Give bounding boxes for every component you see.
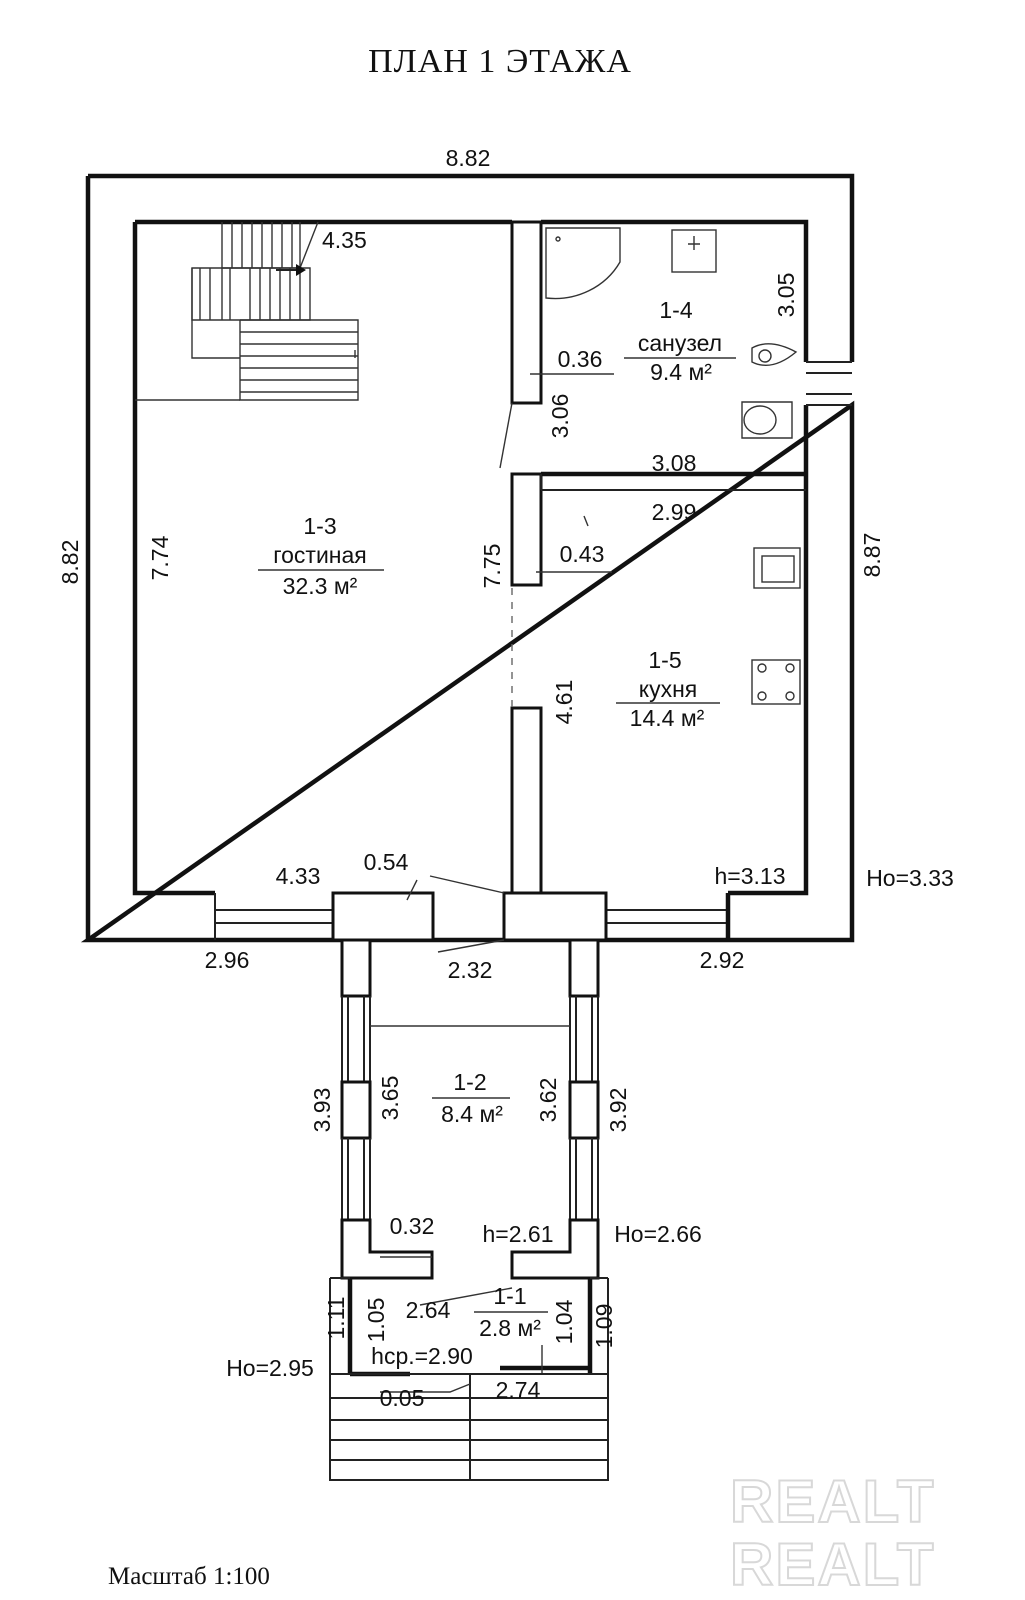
room-1-3-area: 32.3 м²	[283, 573, 358, 599]
dim-h-outer: Hо=3.33	[866, 865, 954, 891]
watermark-line-2: REALT	[730, 1531, 936, 1598]
dim-partition-height: 7.75	[479, 544, 505, 589]
porch-walls	[329, 1277, 609, 1481]
dim-wall-054: 0.54	[364, 849, 409, 875]
dim-porch-width: 2.64	[406, 1297, 451, 1323]
plan-title: ПЛАН 1 ЭТАЖА	[368, 43, 632, 80]
room-1-4-id: 1-4	[659, 297, 692, 323]
dim-bottom-mid: 2.32	[448, 957, 493, 983]
room-1-5-id: 1-5	[648, 647, 681, 673]
dim-h-vest: h=2.61	[483, 1221, 554, 1247]
dim-vest-left-outer: 3.93	[309, 1088, 335, 1133]
dim-wall-005: 0.05	[380, 1385, 425, 1411]
room-1-3-label: 1-3 гостиная 32.3 м²	[258, 513, 384, 599]
room-1-2-id: 1-2	[453, 1069, 486, 1095]
dim-wall-043: 0.43	[560, 541, 605, 567]
dim-bottom-left: 2.96	[205, 947, 250, 973]
dim-porch-right-inner: 1.04	[551, 1299, 577, 1344]
room-1-1-label: 1-1 2.8 м²	[474, 1283, 548, 1341]
room-1-1-area: 2.8 м²	[479, 1315, 541, 1341]
staircase	[135, 221, 359, 401]
room-1-4-label: 1-4 санузел 9.4 м²	[624, 297, 736, 385]
dim-porch-bottom: 2.74	[496, 1377, 541, 1403]
leader-lines	[380, 373, 614, 1393]
dim-porch-left-inner: 1.05	[363, 1298, 389, 1343]
room-1-4-area: 9.4 м²	[650, 359, 712, 385]
scale-label: Масштаб 1:100	[108, 1563, 270, 1590]
dim-bottom-right: 2.92	[700, 947, 745, 973]
dim-porch-left-outer: 1.11	[323, 1296, 349, 1339]
dim-vest-right-outer: 3.92	[605, 1088, 631, 1133]
dim-bath-width: 3.08	[652, 450, 697, 476]
room-1-5-label: 1-5 кухня 14.4 м²	[616, 647, 720, 731]
dim-stair: 4.35	[322, 227, 367, 253]
dim-bath-height: 3.05	[773, 273, 799, 318]
dim-h-porch-outer: Hо=2.95	[226, 1355, 314, 1381]
room-1-1-id: 1-1	[493, 1283, 526, 1309]
room-1-3-name: гостиная	[273, 542, 367, 568]
room-1-2-area: 8.4 м²	[441, 1101, 503, 1127]
room-1-3-id: 1-3	[303, 513, 336, 539]
dim-kitchen-height: 4.61	[551, 680, 577, 725]
partitions	[499, 220, 806, 895]
room-1-4-name: санузел	[638, 330, 722, 356]
dim-vest-right-inner: 3.62	[535, 1078, 561, 1123]
dim-kitchen-width: 2.99	[652, 499, 697, 525]
dim-right-outer: 8.87	[859, 533, 885, 578]
room-1-5-name: кухня	[639, 676, 697, 702]
kitchen-fixtures	[583, 515, 801, 705]
dim-top-outer: 8.82	[446, 145, 491, 171]
bathroom-fixtures	[545, 227, 798, 439]
dim-left-outer: 8.82	[57, 540, 83, 585]
watermark-line-1: REALT	[730, 1468, 936, 1535]
dim-living-height: 7.74	[147, 535, 173, 580]
dim-porch-right-outer: 1.09	[591, 1304, 617, 1349]
dimension-labels: 8.82 8.82 8.87 4.35 7.74 7.75 3.08 3.05 …	[57, 145, 954, 1411]
dim-wall-032: 0.32	[390, 1213, 435, 1239]
dim-h-inner: h=3.13	[715, 863, 786, 889]
dim-wall-036: 0.36	[558, 346, 603, 372]
dim-h-vest-outer: Hо=2.66	[614, 1221, 702, 1247]
room-1-5-area: 14.4 м²	[630, 705, 705, 731]
dim-bath-wall: 3.06	[547, 394, 573, 439]
watermark: REALT REALT	[729, 1467, 936, 1599]
house-walls	[80, 173, 855, 943]
room-1-2-label: 1-2 8.4 м²	[432, 1069, 510, 1127]
dim-living-bottom: 4.33	[276, 863, 321, 889]
vestibule-walls	[340, 938, 600, 1280]
dim-h-avg: hср.=2.90	[371, 1343, 473, 1369]
dim-vest-left-inner: 3.65	[377, 1076, 403, 1121]
